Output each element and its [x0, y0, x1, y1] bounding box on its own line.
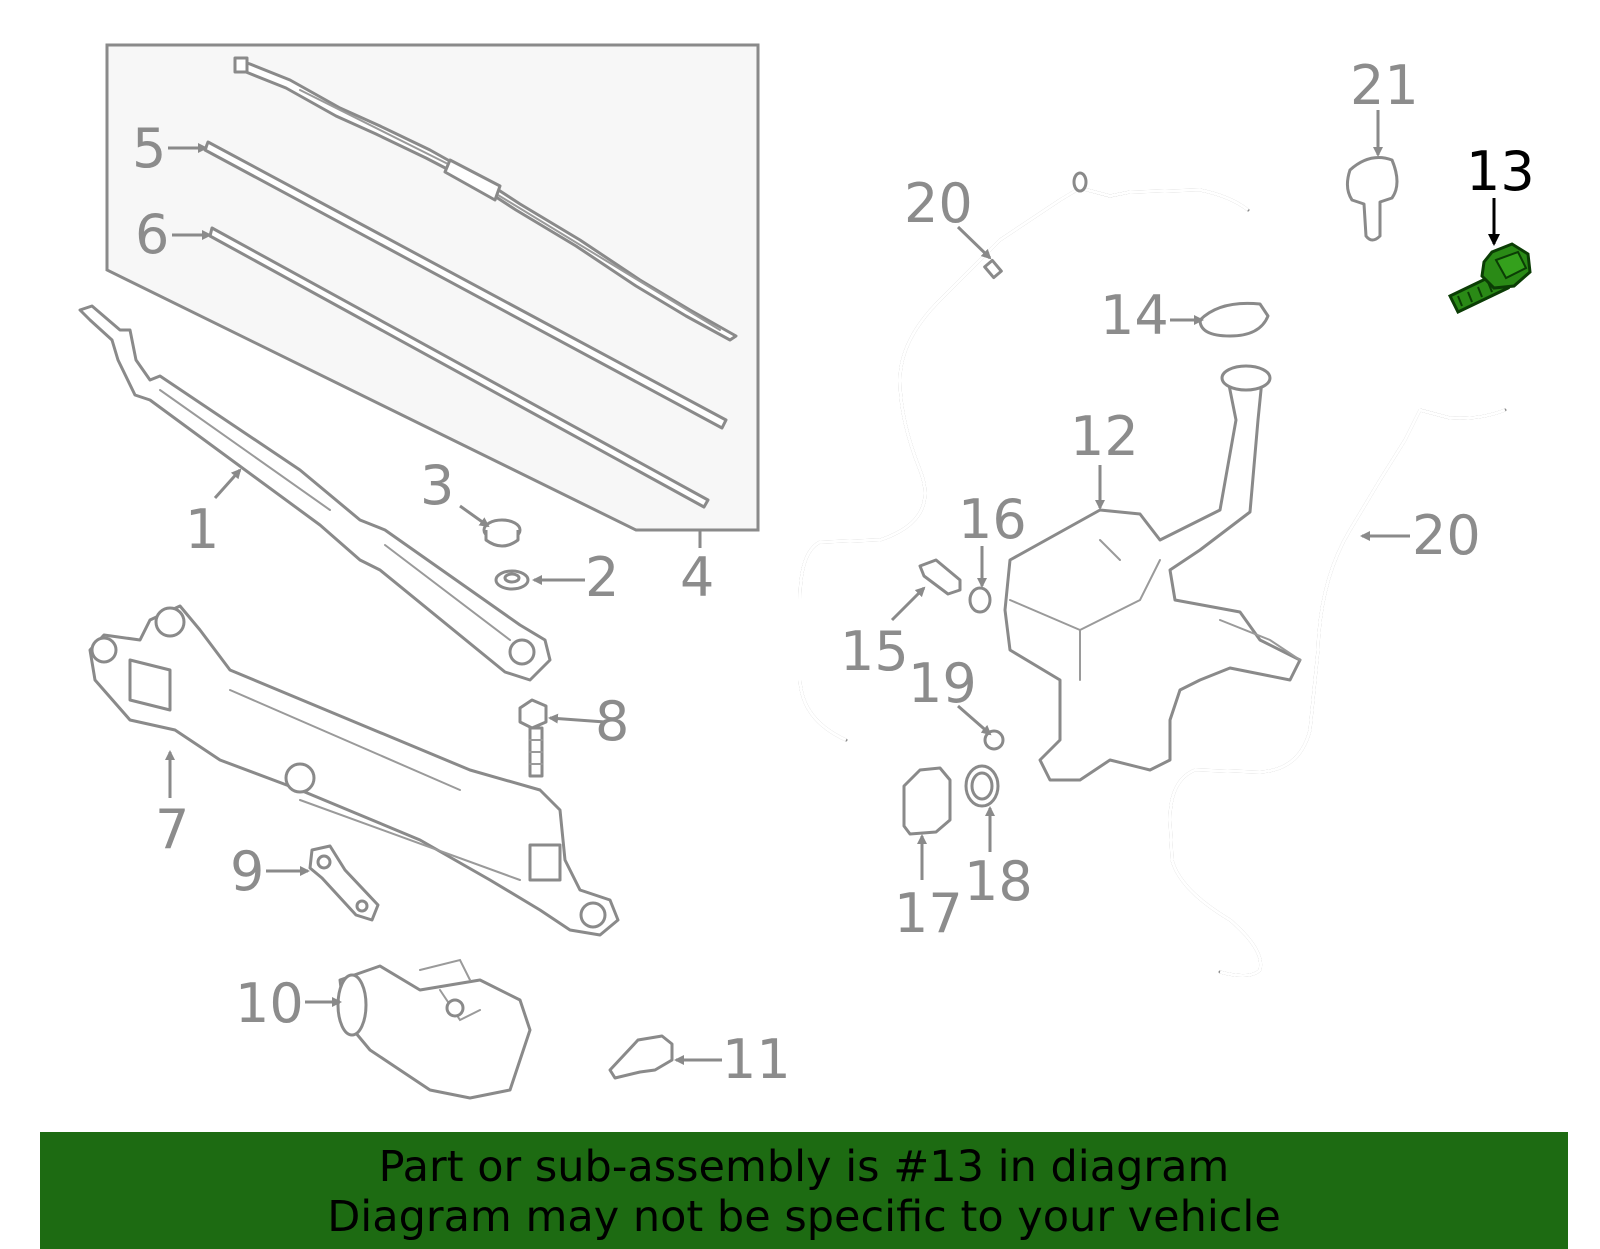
- callout-6: 6: [135, 203, 169, 266]
- grommet-16: [968, 586, 992, 614]
- callout-18: 18: [964, 850, 1033, 913]
- cap-3: [482, 518, 522, 548]
- callout-15: 15: [840, 620, 909, 683]
- wiper-motor: [336, 958, 532, 1100]
- grommet-19: [983, 729, 1005, 751]
- callout-10: 10: [235, 972, 304, 1035]
- callout-3: 3: [420, 454, 454, 517]
- wiper-linkage: [88, 604, 620, 937]
- callout-labels: 1 2 3 4 5 6 7 8 9 10 11 12 13 14 15 16 1…: [132, 54, 1535, 1091]
- callout-2: 2: [585, 546, 619, 609]
- link-9: [308, 844, 380, 922]
- callout-5: 5: [132, 117, 166, 180]
- callout-13: 13: [1466, 140, 1535, 203]
- nut-2: [494, 569, 530, 591]
- callout-11: 11: [722, 1028, 791, 1091]
- banner-line-2: Diagram may not be specific to your vehi…: [327, 1192, 1281, 1242]
- callout-20-left: 20: [904, 172, 973, 235]
- washer-reservoir: [1003, 364, 1302, 782]
- bracket-11: [608, 1034, 674, 1080]
- washer-hose-left: [798, 171, 1250, 742]
- wiper-arm: [78, 304, 552, 682]
- info-banner: Part or sub-assembly is #13 in diagram D…: [40, 1132, 1568, 1249]
- bolt-13-highlighted: [1447, 242, 1532, 314]
- callout-17: 17: [894, 882, 963, 945]
- reservoir-cap-14: [1198, 301, 1270, 338]
- callout-9: 9: [230, 840, 264, 903]
- pump-15: [918, 558, 962, 596]
- washer-hose-right: [1168, 408, 1507, 977]
- callout-12: 12: [1070, 405, 1139, 468]
- bolt-8: [518, 698, 548, 778]
- callout-4: 4: [680, 546, 714, 609]
- banner-line-1: Part or sub-assembly is #13 in diagram: [378, 1142, 1230, 1192]
- callout-21: 21: [1350, 54, 1419, 117]
- nozzle-21: [1345, 156, 1399, 242]
- callout-20-right: 20: [1412, 504, 1481, 567]
- leader-lines: [165, 110, 1500, 1065]
- callout-1: 1: [185, 498, 219, 561]
- blade-kit-box: [105, 43, 760, 548]
- seal-18: [964, 764, 1000, 808]
- wiper-blade: [233, 56, 738, 342]
- callout-7: 7: [155, 798, 189, 861]
- pump-17: [902, 766, 952, 836]
- callout-16: 16: [958, 488, 1027, 551]
- callout-14: 14: [1100, 284, 1169, 347]
- callout-8: 8: [595, 690, 629, 753]
- callout-19: 19: [908, 652, 977, 715]
